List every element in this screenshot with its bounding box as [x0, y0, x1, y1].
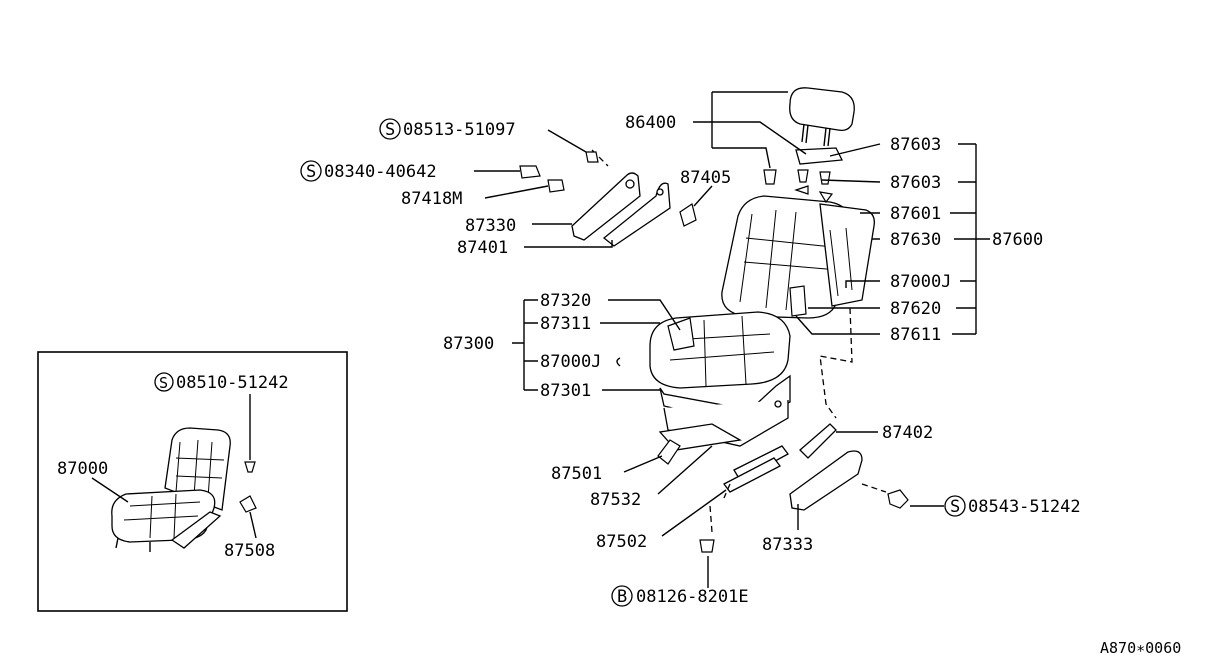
label-87000J-back: 87000J — [890, 272, 951, 292]
std-symbol-08543: S — [944, 495, 966, 517]
diagram-code: A870∗0060 — [1100, 639, 1181, 657]
label-87333: 87333 — [762, 535, 813, 555]
std-symbol-08340: S — [300, 160, 322, 182]
inset-label-08510-51242: 08510-51242 — [176, 373, 289, 393]
svg-text:S: S — [306, 162, 316, 182]
label-87630: 87630 — [890, 230, 941, 250]
label-87311: 87311 — [540, 314, 591, 334]
inset-label-87000: 87000 — [57, 459, 108, 479]
label-86400: 86400 — [625, 113, 676, 133]
label-87330: 87330 — [465, 216, 516, 236]
label-87603-second: 87603 — [890, 173, 941, 193]
screw-icon — [519, 165, 541, 179]
bolt-icon — [585, 151, 599, 163]
svg-text:B: B — [617, 587, 627, 607]
inset-seat-illustration — [111, 427, 231, 552]
label-87000J-seat: 87000J — [540, 352, 601, 372]
seat-cushion-illustration — [649, 311, 791, 493]
label-08340-40642: 08340-40642 — [324, 162, 437, 182]
label-87502: 87502 — [596, 532, 647, 552]
label-87300: 87300 — [443, 334, 494, 354]
headrest-illustration — [789, 87, 855, 165]
seat-back-illustration — [721, 169, 875, 319]
label-08543-51242: 08543-51242 — [968, 497, 1081, 517]
label-87320: 87320 — [540, 291, 591, 311]
cap-icon — [547, 179, 565, 193]
label-08126-8201E: 08126-8201E — [636, 587, 749, 607]
label-87401: 87401 — [457, 238, 508, 258]
std-symbol-08513: S — [379, 118, 401, 140]
side-cover-illustration — [699, 423, 909, 553]
label-08513-51097: 08513-51097 — [403, 120, 516, 140]
svg-text:S: S — [159, 374, 168, 392]
label-87301: 87301 — [540, 381, 591, 401]
label-87611: 87611 — [890, 325, 941, 345]
svg-text:S: S — [385, 120, 395, 140]
inset-label-87508: 87508 — [224, 541, 275, 561]
label-87600: 87600 — [992, 230, 1043, 250]
bolt-symbol-08126: B — [611, 585, 633, 607]
label-87501: 87501 — [551, 464, 602, 484]
label-87532: 87532 — [590, 490, 641, 510]
inset-clip-87508-icon — [239, 495, 257, 513]
inset-panel: 87000 S 08510-51242 87508 — [37, 351, 348, 612]
label-87402: 87402 — [882, 423, 933, 443]
label-87620: 87620 — [890, 299, 941, 319]
inset-std-symbol: S — [154, 372, 174, 392]
label-87601: 87601 — [890, 204, 941, 224]
svg-text:S: S — [950, 497, 960, 517]
grommet-icon — [763, 169, 777, 185]
label-87418M: 87418M — [401, 189, 462, 209]
label-87603-top: 87603 — [890, 135, 941, 155]
label-87405: 87405 — [680, 168, 731, 188]
inset-clip-icon — [244, 461, 256, 473]
recliner-bracket-illustration — [571, 172, 697, 247]
